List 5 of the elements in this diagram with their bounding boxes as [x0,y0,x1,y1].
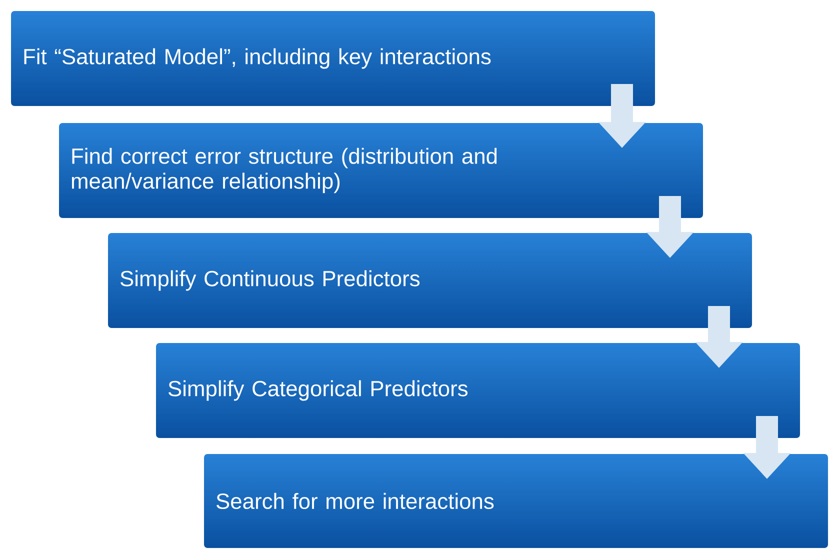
process-box: Simplify Categorical Predictors [155,342,801,439]
process-box: Find correct error structure (distribution and mean/variance relationship) [58,122,704,219]
process-box: Simplify Continuous Predictors [107,232,753,329]
process-box: Fit “Saturated Model”, including key interactions [10,10,656,107]
process-box: Search for more interactions [203,453,829,549]
